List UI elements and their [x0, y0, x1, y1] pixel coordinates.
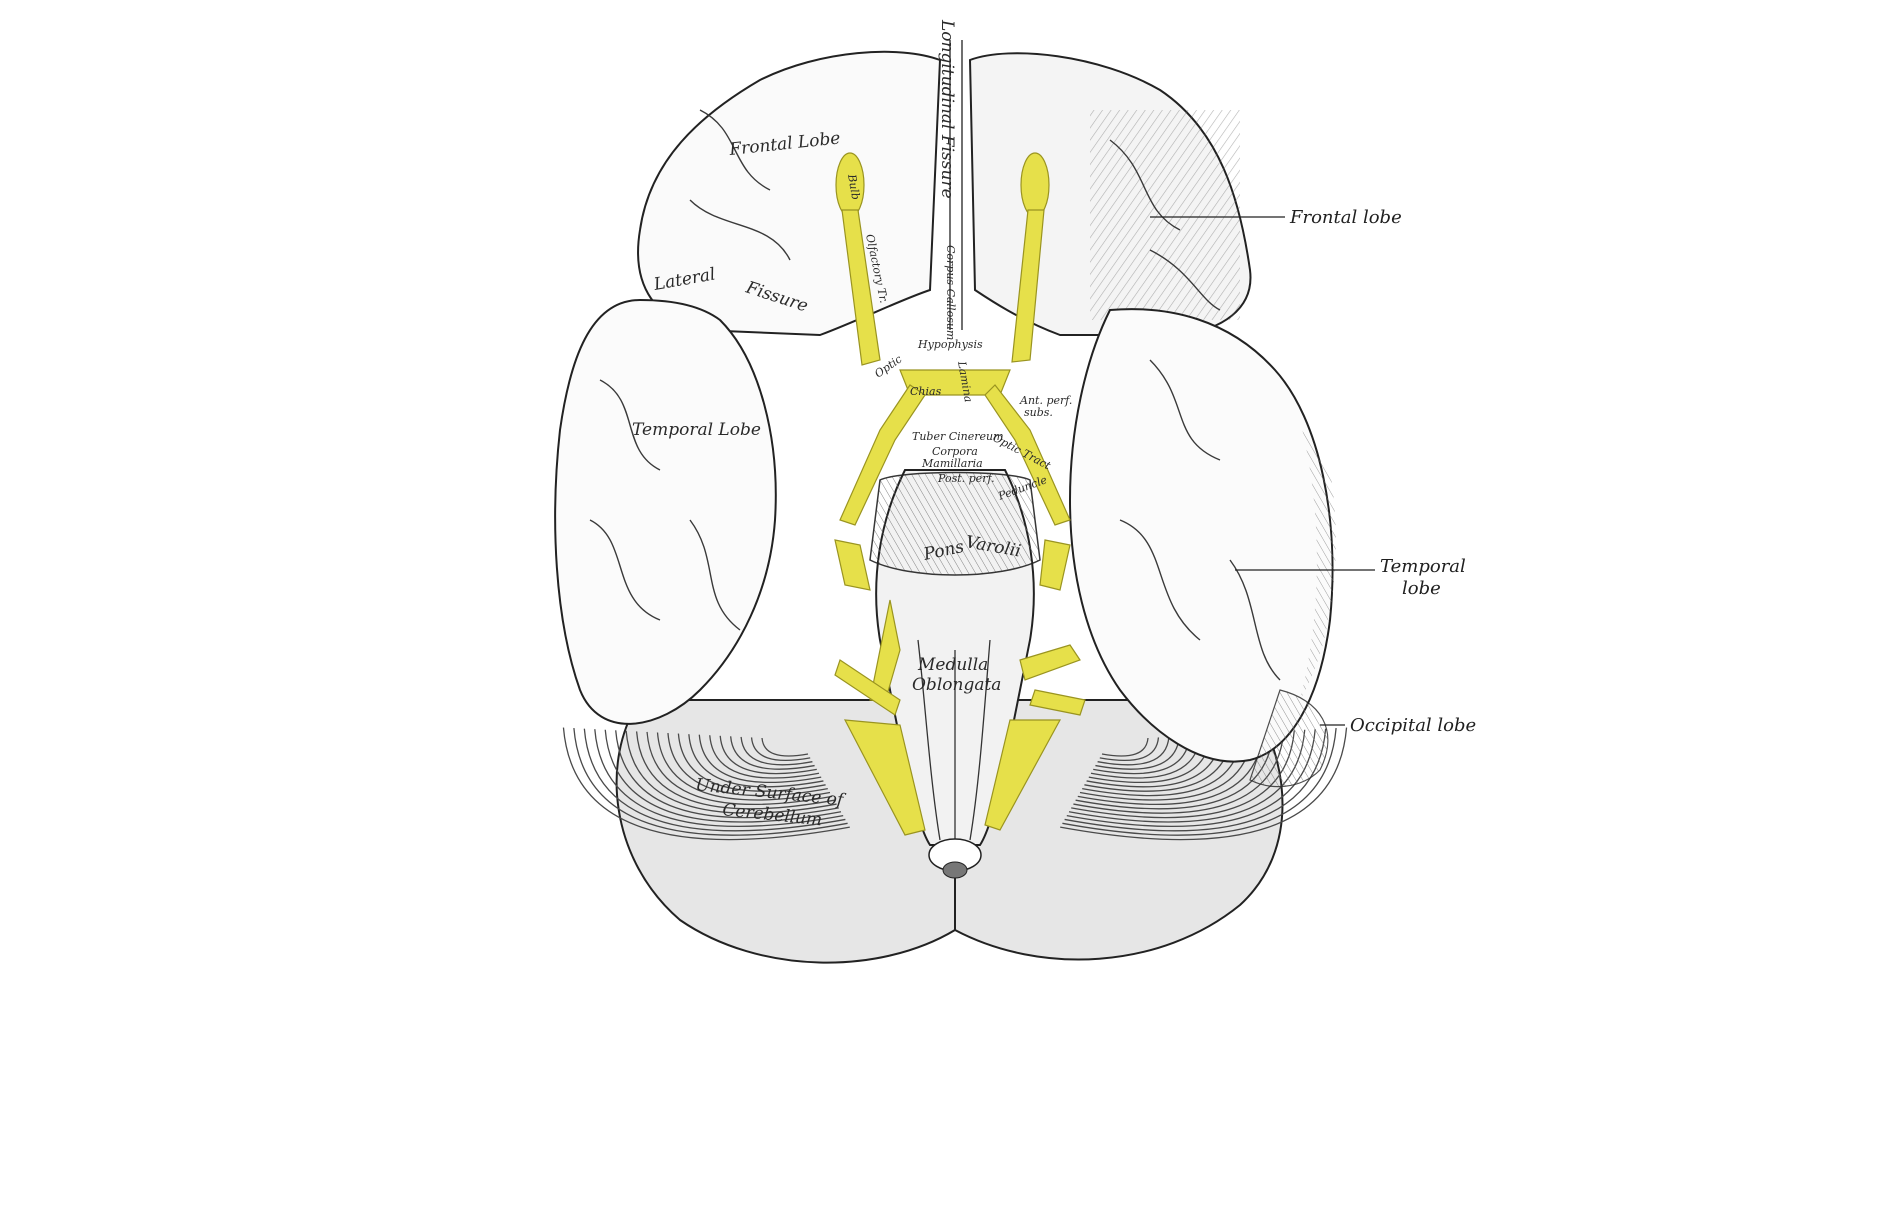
cerebellar-folium	[750, 737, 811, 762]
gyrus-line	[699, 109, 771, 191]
label-oblongata: Oblongata	[912, 675, 1001, 695]
cerebellar-folium	[583, 728, 846, 832]
gyrus-line	[1119, 519, 1201, 641]
label-tuber-cinereum: Tuber Cinereum	[912, 430, 1004, 443]
cerebellar-folium	[573, 728, 848, 836]
label-frontal-lobe: Frontal lobe	[1289, 207, 1402, 228]
label-post-perf: Post. perf.	[937, 472, 995, 485]
cerebellar-folium	[740, 736, 813, 766]
cerebellar-folium	[1097, 736, 1170, 766]
cerebellar-folium	[646, 731, 833, 806]
cerebellar-folium	[604, 729, 842, 823]
label-ant-perf-1: Ant. perf.	[1019, 394, 1072, 407]
label-temporal-lobe-2: lobe	[1402, 578, 1441, 599]
label-temporal-lobe-1: Temporal	[1380, 556, 1466, 577]
cerebellar-folium	[761, 737, 809, 757]
leader-lines	[1150, 216, 1375, 726]
label-optic-chiasm-2: Chias	[910, 385, 942, 398]
label-medulla: Medulla	[917, 655, 988, 675]
cerebellar-folium	[667, 732, 828, 797]
gyrus-line	[599, 379, 661, 471]
label-longitudinal-fissure: Longitudinal Fissure	[937, 19, 957, 199]
cerebellar-folium	[677, 733, 826, 792]
cerebellar-folium	[1060, 727, 1348, 841]
cerebellar-folium	[1099, 737, 1160, 762]
cerebellar-folium	[615, 730, 839, 819]
gyrus-line	[1149, 359, 1221, 461]
cerebellar-folium	[709, 735, 820, 779]
label-inner-temporal-lobe: Temporal Lobe	[632, 420, 761, 440]
label-mamillaria: Mamillaria	[921, 457, 983, 470]
longitudinal-fissure-line	[949, 40, 963, 330]
cerebellar-folium	[1101, 737, 1149, 757]
cerebellar-folium	[635, 731, 835, 810]
cranial-nerves	[834, 152, 1086, 836]
label-corpus-callosum: Corpus Callosum	[944, 245, 957, 340]
cerebellar-folium	[656, 732, 831, 801]
label-occipital-lobe: Occipital lobe	[1350, 715, 1476, 736]
gyrus-line	[1149, 249, 1221, 311]
label-corpora: Corpora	[932, 445, 978, 458]
label-ant-perf-2: subs.	[1024, 406, 1053, 419]
cerebellar-folium	[730, 736, 815, 770]
gyrus-line	[689, 519, 741, 631]
gyrus-line	[689, 199, 791, 261]
brainstem	[869, 469, 1041, 879]
cerebellar-folium	[719, 735, 817, 775]
cerebellar-folium	[688, 734, 824, 788]
label-bulb: Bulb	[845, 172, 862, 201]
cerebellar-folium	[698, 734, 822, 784]
gyrus-line	[589, 519, 661, 621]
cerebellar-folium	[1062, 728, 1337, 836]
cerebellar-folium	[594, 729, 844, 828]
label-hypophysis: Hypophysis	[917, 338, 983, 351]
gyrus-line	[1109, 139, 1181, 231]
cerebellar-folium	[562, 727, 850, 841]
gyrus-line	[1229, 559, 1281, 681]
cerebellar-folium	[625, 730, 837, 814]
